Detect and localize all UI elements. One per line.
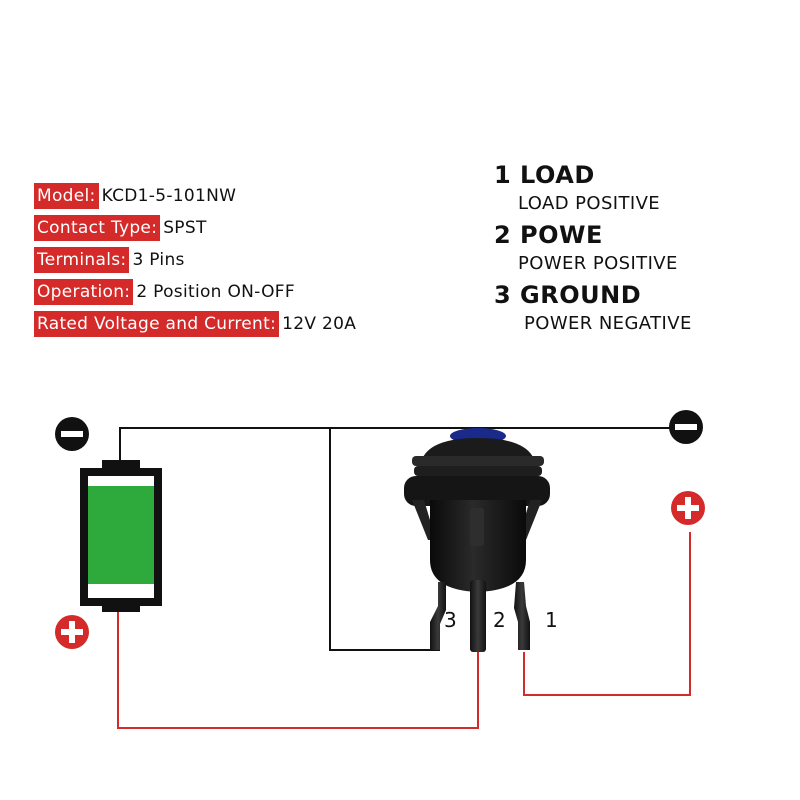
plus-circle-icon	[671, 491, 705, 525]
negative-wire-battery	[119, 427, 670, 462]
spec-label: Operation:	[34, 279, 134, 305]
terminal-number-1: 1	[545, 608, 558, 632]
negative-wires	[119, 427, 670, 651]
positive-wires	[117, 532, 691, 729]
spec-label: Terminals:	[34, 247, 130, 273]
pin-desc: LOAD POSITIVE	[518, 193, 661, 214]
terminal-number-2: 2	[493, 608, 506, 632]
spec-value: SPST	[163, 218, 207, 238]
spec-row-model: Model: KCD1-5-101NW	[34, 180, 356, 212]
spec-row-terminals: Terminals: 3 Pins	[34, 244, 356, 276]
battery	[80, 460, 162, 612]
spec-value: 12V 20A	[282, 314, 357, 334]
spec-label: Contact Type:	[34, 215, 161, 241]
spec-row-rating: Rated Voltage and Current: 12V 20A	[34, 308, 356, 340]
spec-label: Rated Voltage and Current:	[34, 311, 280, 337]
spec-list: Model: KCD1-5-101NW Contact Type: SPST T…	[34, 180, 356, 340]
plus-circle-icon	[55, 615, 89, 649]
spec-row-contact-type: Contact Type: SPST	[34, 212, 356, 244]
pin-desc: POWER POSITIVE	[518, 253, 678, 274]
terminal-number-3: 3	[444, 608, 457, 632]
spec-value: KCD1-5-101NW	[101, 186, 237, 206]
minus-circle-icon	[55, 417, 89, 451]
positive-wire-battery	[117, 608, 479, 729]
pin-title: 3 GROUND	[494, 281, 642, 309]
pin-title: 1 LOAD	[494, 161, 595, 189]
spec-value: 3 Pins	[132, 250, 185, 270]
positive-wire-load	[523, 532, 691, 696]
spec-value: 2 Position ON-OFF	[136, 282, 295, 302]
negative-wire-ground	[329, 428, 440, 651]
rocker-switch	[404, 428, 550, 652]
minus-circle-icon	[669, 410, 703, 444]
pin-legend: 1 LOAD LOAD POSITIVE 2 POWE POWER POSITI…	[494, 160, 692, 340]
pin-title: 2 POWE	[494, 221, 603, 249]
pin-desc: POWER NEGATIVE	[524, 313, 692, 334]
spec-row-operation: Operation: 2 Position ON-OFF	[34, 276, 356, 308]
spec-label: Model:	[34, 183, 99, 209]
